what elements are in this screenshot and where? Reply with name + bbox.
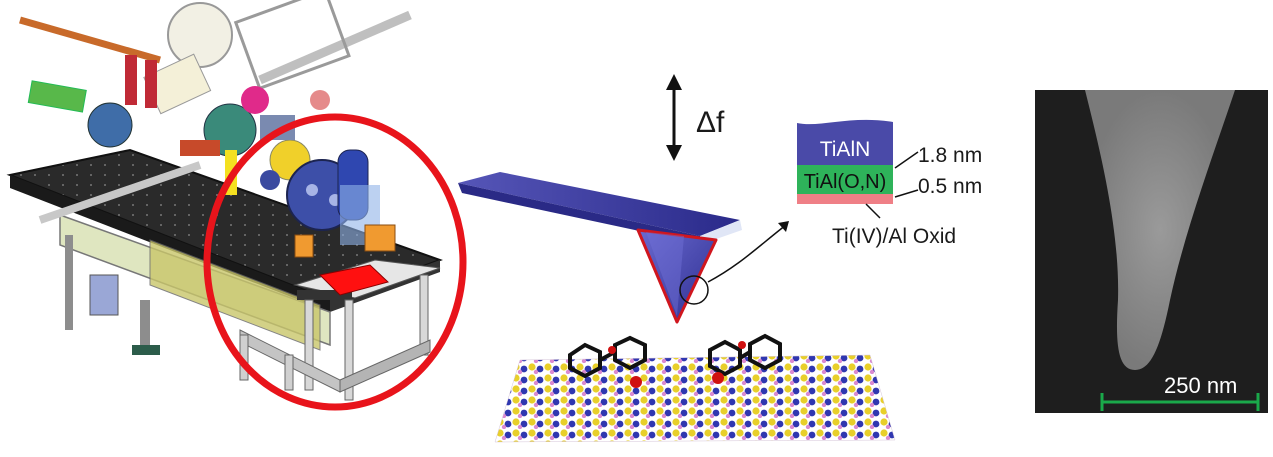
sample-stage-red — [318, 264, 389, 296]
layer-label-tialon: TiAl(O,N) — [804, 171, 887, 193]
cantilever — [458, 172, 740, 236]
arrow-head-down — [666, 145, 682, 161]
sample-surface — [494, 354, 896, 443]
sem-tip-silhouette — [1085, 90, 1235, 370]
layer-label-tialn: TiAlN — [820, 138, 871, 161]
zoom-arrow-head — [778, 221, 789, 232]
delta-f-label: Δf — [696, 106, 725, 139]
layer-oxide — [797, 194, 893, 204]
leader-line-0-5 — [894, 189, 919, 198]
layer-tialn — [797, 119, 893, 165]
afm-tip — [636, 228, 718, 324]
afm-schematic: Δf — [458, 74, 896, 443]
tip-facet — [646, 232, 684, 316]
oxide-label: Ti(IV)/Al Oxid — [832, 225, 956, 248]
frame-leg — [140, 300, 150, 355]
layer-tialon — [797, 165, 893, 194]
zoom-arrow — [707, 224, 787, 283]
thickness-label-tialn: 1.8 nm — [918, 144, 982, 167]
leader-line-oxide — [865, 203, 881, 219]
uhv-instrument-illustration — [6, 0, 467, 411]
zoom-circle — [679, 275, 709, 305]
cabinet-panel — [149, 239, 321, 351]
frame-leg — [65, 235, 73, 330]
leader-line-1-8 — [894, 151, 919, 169]
thickness-label-tialon: 0.5 nm — [918, 175, 982, 198]
tip-coating-layers: TiAlN TiAl(O,N) 1.8 nm 0.5 nm Ti(IV)/Al … — [797, 119, 982, 248]
arrow-head-up — [666, 74, 682, 90]
microscope-stand — [239, 259, 441, 401]
sem-image: 250 nm — [1035, 90, 1268, 413]
electronics-rack — [89, 274, 119, 316]
highlight-circle — [203, 113, 467, 411]
adsorbed-molecules — [568, 333, 782, 388]
frame-foot — [132, 345, 160, 355]
scalebar-label: 250 nm — [1164, 373, 1237, 398]
spm-chamber — [260, 149, 396, 258]
